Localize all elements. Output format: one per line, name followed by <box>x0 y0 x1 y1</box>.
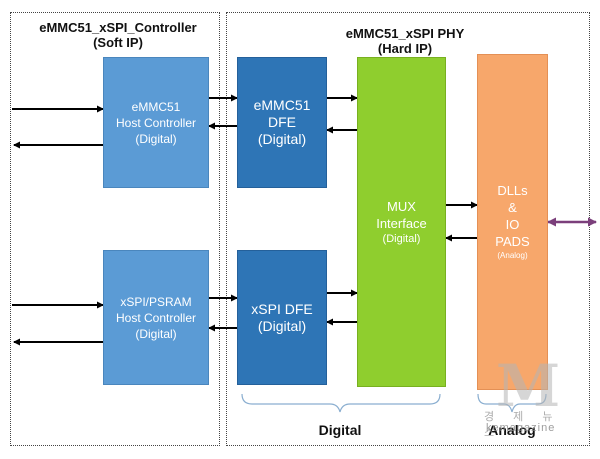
mux-interface[interactable]: MUX Interface (Digital) <box>357 57 446 387</box>
digital-group-label: Digital <box>318 422 362 438</box>
controller-region <box>10 12 220 446</box>
xspi-dfe[interactable]: xSPI DFE (Digital) <box>237 250 327 385</box>
xspi-psram-host-controller[interactable]: xSPI/PSRAM Host Controller (Digital) <box>103 250 209 385</box>
controller-title: eMMC51_xSPI_Controller (Soft IP) <box>39 20 197 50</box>
kemagazine-watermark-logo: M 경 제 뉴 스 kemagazine <box>484 352 561 439</box>
phy-title: eMMC51_xSPI PHY (Hard IP) <box>345 26 465 56</box>
analog-bracket <box>477 393 547 413</box>
digital-bracket <box>241 393 441 413</box>
emmc-host-controller[interactable]: eMMC51 Host Controller (Digital) <box>103 57 209 188</box>
dlls-io-pads[interactable]: DLLs & IO PADS (Analog) <box>477 54 548 390</box>
phy-region <box>226 12 590 446</box>
analog-group-label: Analog <box>488 422 536 438</box>
emmc51-dfe[interactable]: eMMC51 DFE (Digital) <box>237 57 327 188</box>
